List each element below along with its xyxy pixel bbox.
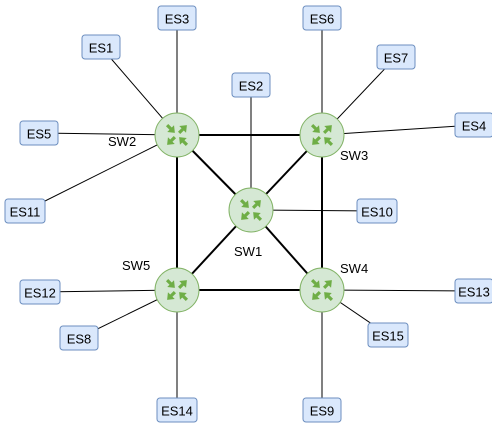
- end-station-label: ES10: [361, 205, 393, 220]
- end-station-box: [367, 322, 409, 348]
- switch-label: SW2: [108, 134, 136, 149]
- end-station-box: [81, 34, 121, 60]
- end-station-box: [156, 397, 198, 423]
- end-station-box: [19, 279, 61, 305]
- switch-sw2[interactable]: SW2: [108, 112, 200, 158]
- switch-sw4[interactable]: SW4: [299, 261, 368, 313]
- end-station-label: ES14: [161, 404, 193, 419]
- switch-label: SW3: [340, 148, 368, 163]
- end-station-box: [454, 112, 492, 138]
- access-link-sw3-es4: [321, 124, 475, 136]
- router-icon: [239, 198, 263, 222]
- end-station-label: ES1: [89, 41, 114, 56]
- router-icon: [165, 123, 189, 147]
- access-link-sw2-es11: [24, 134, 178, 212]
- end-station-label: ES3: [165, 12, 190, 27]
- end-station-label: ES6: [310, 12, 335, 27]
- end-station-es6[interactable]: ES6: [302, 5, 342, 31]
- switch-sw5[interactable]: SW5: [122, 258, 200, 313]
- end-station-box: [59, 325, 99, 351]
- end-station-es3[interactable]: ES3: [157, 5, 197, 31]
- router-icon: [310, 123, 334, 147]
- end-station-box: [302, 5, 342, 31]
- switch-circle: [154, 112, 200, 158]
- end-station-es11[interactable]: ES11: [4, 198, 46, 224]
- end-station-label: ES9: [310, 404, 335, 419]
- end-station-label: ES15: [372, 329, 404, 344]
- end-station-box: [157, 5, 197, 31]
- end-station-label: ES11: [10, 205, 41, 220]
- end-station-es4[interactable]: ES4: [454, 112, 492, 138]
- end-station-box: [376, 44, 416, 70]
- end-station-box: [231, 72, 271, 98]
- switch-label: SW1: [234, 244, 262, 259]
- end-station-label: ES8: [67, 332, 92, 347]
- router-icon: [310, 278, 334, 302]
- switch-label: SW4: [340, 261, 368, 276]
- access-link-sw5-es12: [39, 289, 178, 293]
- access-link-sw4-es13: [321, 289, 475, 292]
- end-station-es14[interactable]: ES14: [156, 397, 198, 423]
- switch-circle: [154, 267, 200, 313]
- router-icon: [165, 278, 189, 302]
- end-station-label: ES12: [24, 286, 56, 301]
- end-station-es5[interactable]: ES5: [19, 120, 59, 146]
- end-station-box: [4, 198, 46, 224]
- end-station-label: ES5: [27, 127, 52, 142]
- end-station-es12[interactable]: ES12: [19, 279, 61, 305]
- end-station-box: [302, 397, 342, 423]
- end-station-label: ES13: [458, 285, 490, 300]
- end-station-es13[interactable]: ES13: [454, 278, 492, 304]
- end-station-box: [454, 278, 492, 304]
- end-station-es7[interactable]: ES7: [376, 44, 416, 70]
- end-station-label: ES7: [384, 51, 409, 66]
- end-station-es8[interactable]: ES8: [59, 325, 99, 351]
- switch-circle: [228, 187, 274, 233]
- end-station-es15[interactable]: ES15: [367, 322, 409, 348]
- end-station-es9[interactable]: ES9: [302, 397, 342, 423]
- end-station-es1[interactable]: ES1: [81, 34, 121, 60]
- access-link-sw2-es5: [38, 132, 178, 136]
- end-station-es10[interactable]: ES10: [356, 198, 398, 224]
- end-station-es2[interactable]: ES2: [231, 72, 271, 98]
- end-station-label: ES4: [462, 119, 487, 134]
- end-station-box: [19, 120, 59, 146]
- end-station-label: ES2: [239, 79, 264, 94]
- end-station-box: [356, 198, 398, 224]
- switch-sw3[interactable]: SW3: [299, 112, 368, 163]
- switch-label: SW5: [122, 258, 150, 273]
- switch-circle: [299, 267, 345, 313]
- switch-sw1[interactable]: SW1: [228, 187, 274, 259]
- switch-circle: [299, 112, 345, 158]
